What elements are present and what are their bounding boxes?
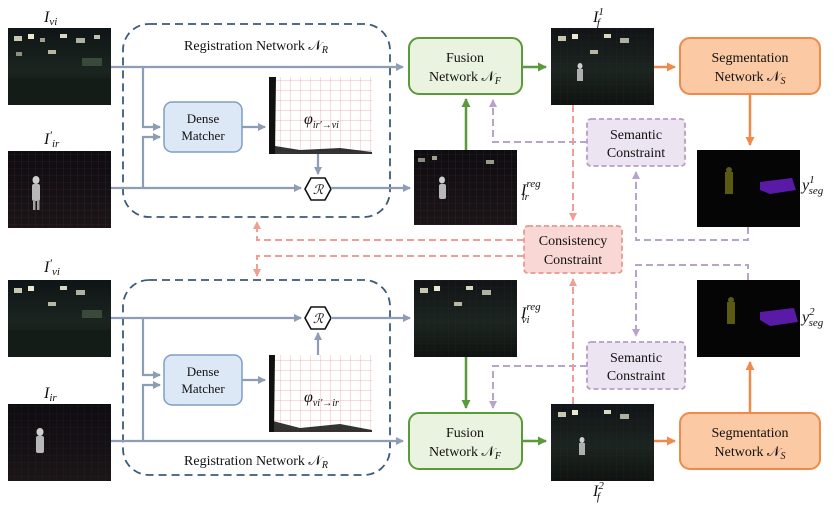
segmentation-network-bottom-box (679, 412, 821, 470)
image-seg-bottom (697, 280, 800, 357)
dense-matcher-bottom-line2: Matcher (181, 381, 225, 396)
fusion-bottom-line1: Fusion (446, 426, 484, 441)
resampler-bottom-icon (304, 306, 332, 330)
green-arrows (461, 62, 547, 446)
flow-label-top: φir′→vi (304, 111, 339, 131)
image-vi-top (8, 28, 111, 105)
consistency-constraint-box (523, 225, 623, 274)
registration-network-bottom-box (122, 279, 391, 476)
dense-matcher-bottom-line1: Dense (187, 364, 220, 379)
registration-network-top-box (122, 23, 391, 218)
segmentation-top-line2: Network 𝒩S (715, 70, 786, 87)
resampler-top-label: ℛ (313, 182, 325, 197)
image-seg-top (697, 150, 800, 227)
segmentation-bottom-line2: Network 𝒩S (715, 445, 786, 462)
segmentation-bottom-line1: Segmentation (712, 426, 789, 441)
semantic-bottom-line1: Semantic (610, 351, 662, 366)
label-i-vi-top: Ivi (43, 9, 57, 28)
dense-matcher-top-line2: Matcher (181, 128, 225, 143)
dense-matcher-bottom-box (163, 354, 243, 406)
resampler-bottom-label: ℛ (313, 311, 325, 326)
consistency-line1: Consistency (539, 234, 607, 249)
registration-title-bottom: Registration Network 𝒩R (184, 454, 328, 471)
fusion-network-top-box (408, 37, 523, 95)
image-vi-reg-bottom (414, 280, 517, 357)
resampler-top-icon (304, 177, 332, 201)
segmentation-top-line1: Segmentation (712, 51, 789, 66)
image-fused-top (551, 28, 654, 105)
semantic-top-line1: Semantic (610, 128, 662, 143)
semantic-bottom-line2: Constraint (607, 369, 665, 384)
orange-arrows (654, 62, 755, 446)
label-i-ir-prime-top: I′ir (43, 128, 60, 150)
label-i-ir-bottom: Iir (43, 385, 57, 404)
image-flow-field-top (269, 77, 372, 154)
fusion-top-line2: Network 𝒩F (429, 70, 502, 87)
fusion-network-bottom-box (408, 412, 523, 470)
image-ir-top (8, 151, 111, 228)
gray-arrows-top (111, 63, 411, 192)
image-ir-bottom (8, 404, 111, 481)
flow-label-bottom: φvi′→ir (304, 389, 339, 409)
image-fused-bottom (551, 404, 654, 481)
semantic-top-line2: Constraint (607, 146, 665, 161)
image-ir-reg-top (414, 150, 517, 225)
consistency-line2: Constraint (544, 253, 602, 268)
label-i-vi-prime-bottom: I′vi (43, 256, 60, 278)
semantic-dashed-arrows (489, 99, 749, 409)
image-vi-bottom (8, 280, 111, 357)
dense-matcher-top-line1: Dense (187, 111, 220, 126)
fusion-bottom-line2: Network 𝒩F (429, 445, 502, 462)
consistency-dashed-arrows (253, 105, 577, 404)
dense-matcher-top-box (163, 101, 243, 153)
registration-title-top: Registration Network 𝒩R (184, 39, 328, 56)
image-flow-field-bottom (269, 355, 372, 432)
segmentation-network-top-box (679, 37, 821, 95)
fusion-top-line1: Fusion (446, 51, 484, 66)
gray-arrows-bottom (111, 314, 411, 445)
